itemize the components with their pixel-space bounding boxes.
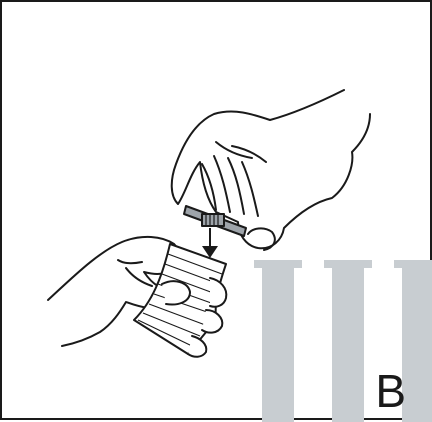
arrow-down-icon: [202, 228, 218, 258]
panel-label: B: [375, 368, 406, 414]
